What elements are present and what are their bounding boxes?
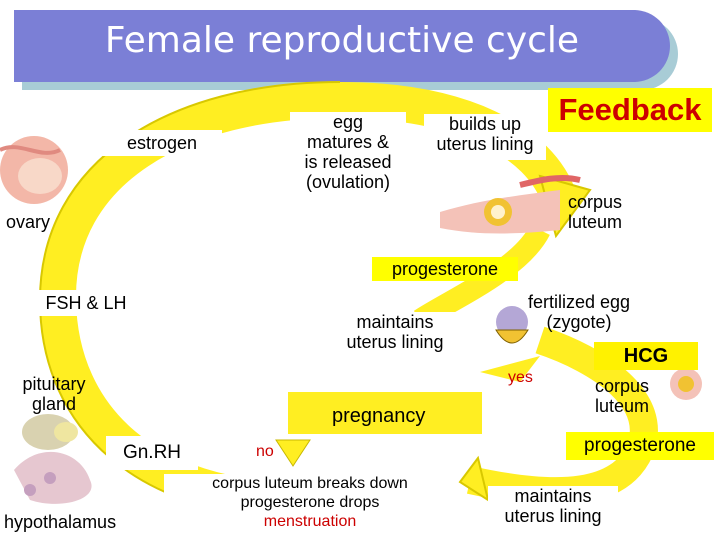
ovary-illustration-icon: [0, 136, 68, 204]
maintains-center-line-2: uterus lining: [346, 332, 444, 352]
corpus-luteum-right-icon: [670, 368, 702, 400]
ovary-label: ovary: [6, 212, 51, 232]
maintains-lining-center-label: maintains uterus lining: [332, 312, 458, 358]
egg-line-3: is released: [304, 152, 392, 172]
title-bar: Female reproductive cycle: [14, 10, 670, 82]
yes-arrow-head: [480, 356, 540, 382]
hcg-label: HCG: [594, 342, 698, 370]
no-label: no: [256, 443, 274, 460]
right-loop-head: [458, 455, 490, 503]
corpus-luteum-illustration-icon: [440, 174, 581, 234]
corpus-breaks-label: corpus luteum breaks down progesterone d…: [164, 474, 456, 532]
maintains-bottom-line-1: maintains: [514, 486, 592, 506]
corpus-luteum-right-label: corpus luteum: [586, 376, 658, 416]
egg-line-4: (ovulation): [305, 172, 391, 192]
maintains-center-line-1: maintains: [356, 312, 434, 332]
fertilized-egg-label: fertilized egg (zygote): [514, 292, 644, 332]
corpus-right-line-2: luteum: [594, 396, 650, 416]
menstruation-label: menstruation: [263, 513, 357, 530]
no-arrow-head: [275, 439, 311, 467]
egg-line-2: matures &: [306, 132, 390, 152]
pituitary-line-2: gland: [31, 394, 77, 414]
pituitary-label: pituitary gland: [6, 374, 102, 414]
breaks-line-1: corpus luteum breaks down: [212, 475, 408, 492]
yes-label: yes: [508, 369, 533, 386]
pregnancy-stem: [288, 392, 482, 434]
corpus-right-line-1: corpus: [594, 376, 650, 396]
egg-matures-label: egg matures & is released (ovulation): [290, 112, 406, 202]
pituitary-gland-icon: [22, 414, 78, 450]
zygote-icon: [495, 306, 529, 344]
estrogen-label: estrogen: [102, 130, 222, 156]
breaks-line-2: progesterone drops: [240, 494, 380, 511]
fsh-lh-label: FSH & LH: [30, 290, 142, 316]
corpus-top-line-1: corpus: [568, 192, 623, 212]
gnrh-label: Gn.RH: [106, 436, 198, 470]
pregnancy-label: pregnancy: [332, 405, 426, 427]
page-title: Female reproductive cycle: [104, 20, 580, 61]
hypothalamus-label: hypothalamus: [4, 512, 117, 532]
egg-line-1: egg: [332, 112, 364, 132]
corpus-luteum-top-label: corpus luteum: [568, 192, 622, 232]
builds-line-1: builds up: [448, 114, 522, 134]
fertilized-line-2: (zygote): [546, 312, 612, 332]
feedback-badge: Feedback: [548, 88, 712, 132]
maintains-lining-bottom-label: maintains uterus lining: [488, 486, 618, 532]
maintains-bottom-line-2: uterus lining: [504, 506, 602, 526]
hypothalamus-icon: [14, 451, 92, 504]
pituitary-line-1: pituitary: [22, 374, 86, 394]
progesterone-right-label: progesterone: [566, 432, 714, 460]
fertilized-line-1: fertilized egg: [527, 292, 631, 312]
progesterone-top-label: progesterone: [372, 257, 518, 281]
builds-lining-label: builds up uterus lining: [424, 114, 546, 160]
corpus-top-line-2: luteum: [568, 212, 623, 232]
builds-line-2: uterus lining: [436, 134, 534, 154]
